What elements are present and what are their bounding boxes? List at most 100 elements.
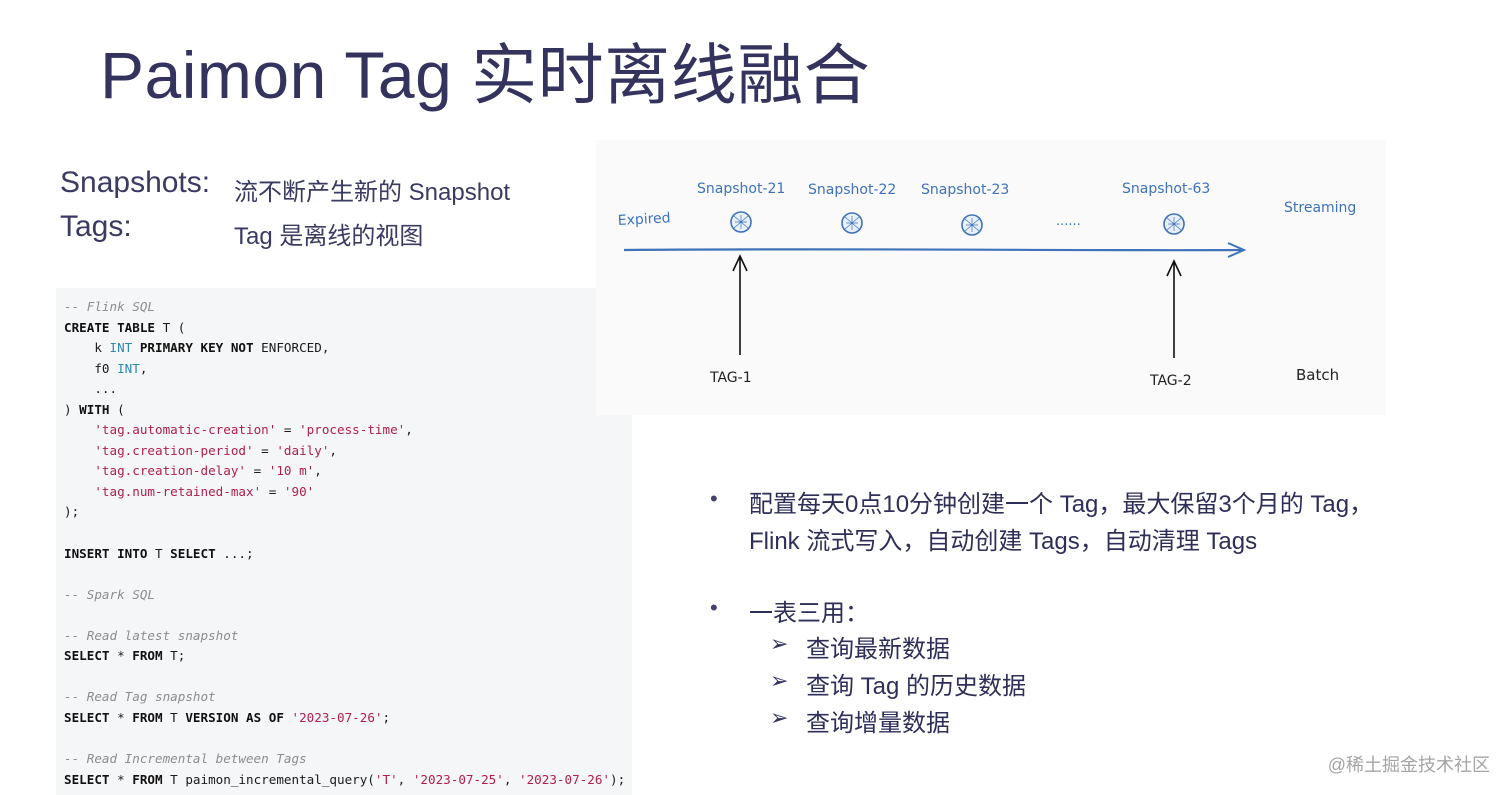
batch-label: Batch [1296, 366, 1339, 384]
bullet-1-line-2: Flink 流式写入，自动创建 Tags，自动清理 Tags [749, 528, 1258, 555]
snapshot-timeline-diagram: Expired Streaming Batch ...... Snapshot-… [596, 140, 1386, 415]
code-token: 'process-time' [299, 422, 406, 438]
streaming-label: Streaming [1284, 200, 1356, 216]
code-line: 'tag.automatic-creation' = 'process-time… [64, 420, 632, 441]
ellipsis-label: ...... [1056, 214, 1081, 229]
code-token: T paimon_incremental_query( [162, 771, 375, 787]
snapshots-term: Snapshots: [60, 166, 211, 199]
code-token: FROM [132, 771, 163, 787]
code-token: , [503, 771, 519, 787]
tag-2-arrow [1166, 259, 1182, 358]
code-token: '90' [283, 483, 315, 499]
code-token: -- Spark SQL [64, 586, 155, 602]
code-line: INSERT INTO T SELECT ...; [64, 544, 632, 565]
code-token [284, 710, 292, 725]
code-line: SELECT * FROM T; [64, 646, 632, 667]
code-token: 'tag.num-retained-max' [94, 483, 262, 499]
code-token: SELECT [64, 771, 110, 787]
code-line [64, 667, 632, 688]
code-token: FROM [132, 709, 163, 725]
tags-term: Tags: [60, 210, 132, 243]
code-token: T; [162, 648, 186, 664]
code-token: PRIMARY KEY NOT [139, 340, 254, 356]
code-token: INT [109, 340, 133, 356]
code-line: -- Read Tag snapshot [64, 687, 632, 708]
expired-label: Expired [617, 210, 671, 229]
tag-1-arrow [732, 254, 748, 355]
code-token: ); [64, 504, 80, 520]
code-token: T [162, 709, 186, 725]
code-token: SELECT [170, 545, 216, 561]
tag-1-label: TAG-1 [709, 370, 752, 386]
code-token: * [109, 648, 133, 664]
code-token: 'tag.automatic-creation' [94, 422, 277, 438]
code-token: T ( [155, 319, 186, 335]
code-token: INSERT INTO [64, 545, 148, 561]
sub-bullet-1: 查询最新数据 [806, 636, 950, 663]
code-line: 'tag.creation-delay' = '10 m', [64, 461, 632, 482]
bullet-dot: • [710, 595, 718, 620]
code-line [64, 564, 632, 585]
code-token: ENFORCED, [253, 340, 330, 356]
code-line: -- Read Incremental between Tags [64, 749, 632, 770]
sub-bullet-arrow-icon: ➢ [770, 668, 789, 693]
snapshot-22-label: Snapshot-22 [808, 182, 896, 198]
code-token: ...; [215, 545, 254, 561]
code-token: = [253, 442, 277, 458]
code-token: FROM [132, 648, 163, 664]
code-token: , [405, 422, 413, 438]
code-token: 'tag.creation-period' [94, 442, 254, 458]
code-line: k INT PRIMARY KEY NOT ENFORCED, [64, 338, 632, 359]
code-token: '10 m' [268, 463, 315, 479]
code-token [64, 463, 94, 478]
code-token: SELECT [64, 648, 110, 664]
code-line: ... [64, 379, 632, 400]
code-token: WITH [79, 401, 110, 417]
code-token: , [139, 360, 148, 376]
snapshot-23-label: Snapshot-23 [921, 182, 1009, 198]
code-line: -- Spark SQL [64, 585, 632, 606]
bullet-dot: • [710, 486, 718, 511]
code-token: '2023-07-26' [519, 771, 610, 787]
sub-bullet-arrow-icon: ➢ [770, 705, 789, 730]
code-token: 'T' [374, 771, 398, 787]
code-line [64, 605, 632, 626]
code-token: = [246, 463, 269, 479]
tag-2-label: TAG-2 [1149, 373, 1192, 389]
snapshot-63-node [1163, 213, 1185, 235]
code-token: '2023-07-25' [412, 771, 504, 787]
code-token: 'tag.creation-delay' [94, 463, 246, 479]
code-line: SELECT * FROM T paimon_incremental_query… [64, 770, 632, 791]
snapshot-63-label: Snapshot-63 [1122, 181, 1210, 197]
sub-bullet-arrow-icon: ➢ [770, 631, 789, 656]
code-line [64, 728, 632, 749]
code-token: ; [382, 709, 391, 725]
code-line: -- Flink SQL [64, 297, 632, 318]
watermark: @稀土掘金技术社区 [1327, 755, 1490, 775]
code-token [64, 484, 94, 499]
code-line [64, 523, 632, 544]
code-token: SELECT [64, 709, 110, 725]
code-token: , [329, 442, 337, 458]
code-line: SELECT * FROM T VERSION AS OF '2023-07-2… [64, 708, 632, 729]
code-line: CREATE TABLE T ( [64, 318, 632, 339]
code-token: '2023-07-26' [291, 709, 383, 725]
timeline-arrowhead [1227, 242, 1247, 258]
code-token: ) [64, 401, 80, 417]
snapshot-21-node [730, 211, 752, 233]
code-line: ) WITH ( [64, 400, 632, 421]
code-token: -- Read latest snapshot [64, 627, 239, 643]
code-token: -- Read Incremental between Tags [64, 751, 307, 767]
code-line: 'tag.num-retained-max' = '90' [64, 482, 632, 503]
code-token: CREATE TABLE [64, 319, 155, 335]
timeline-svg: Expired Streaming Batch ...... Snapshot-… [617, 181, 1356, 389]
code-token: ( [109, 401, 125, 417]
code-token: f0 [64, 360, 118, 376]
code-token: = [276, 422, 300, 438]
code-token: k [64, 340, 110, 356]
code-line: f0 INT, [64, 359, 632, 380]
timeline-line [623, 248, 1243, 252]
code-line: -- Read latest snapshot [64, 626, 632, 647]
code-line: 'tag.creation-period' = 'daily', [64, 441, 632, 462]
